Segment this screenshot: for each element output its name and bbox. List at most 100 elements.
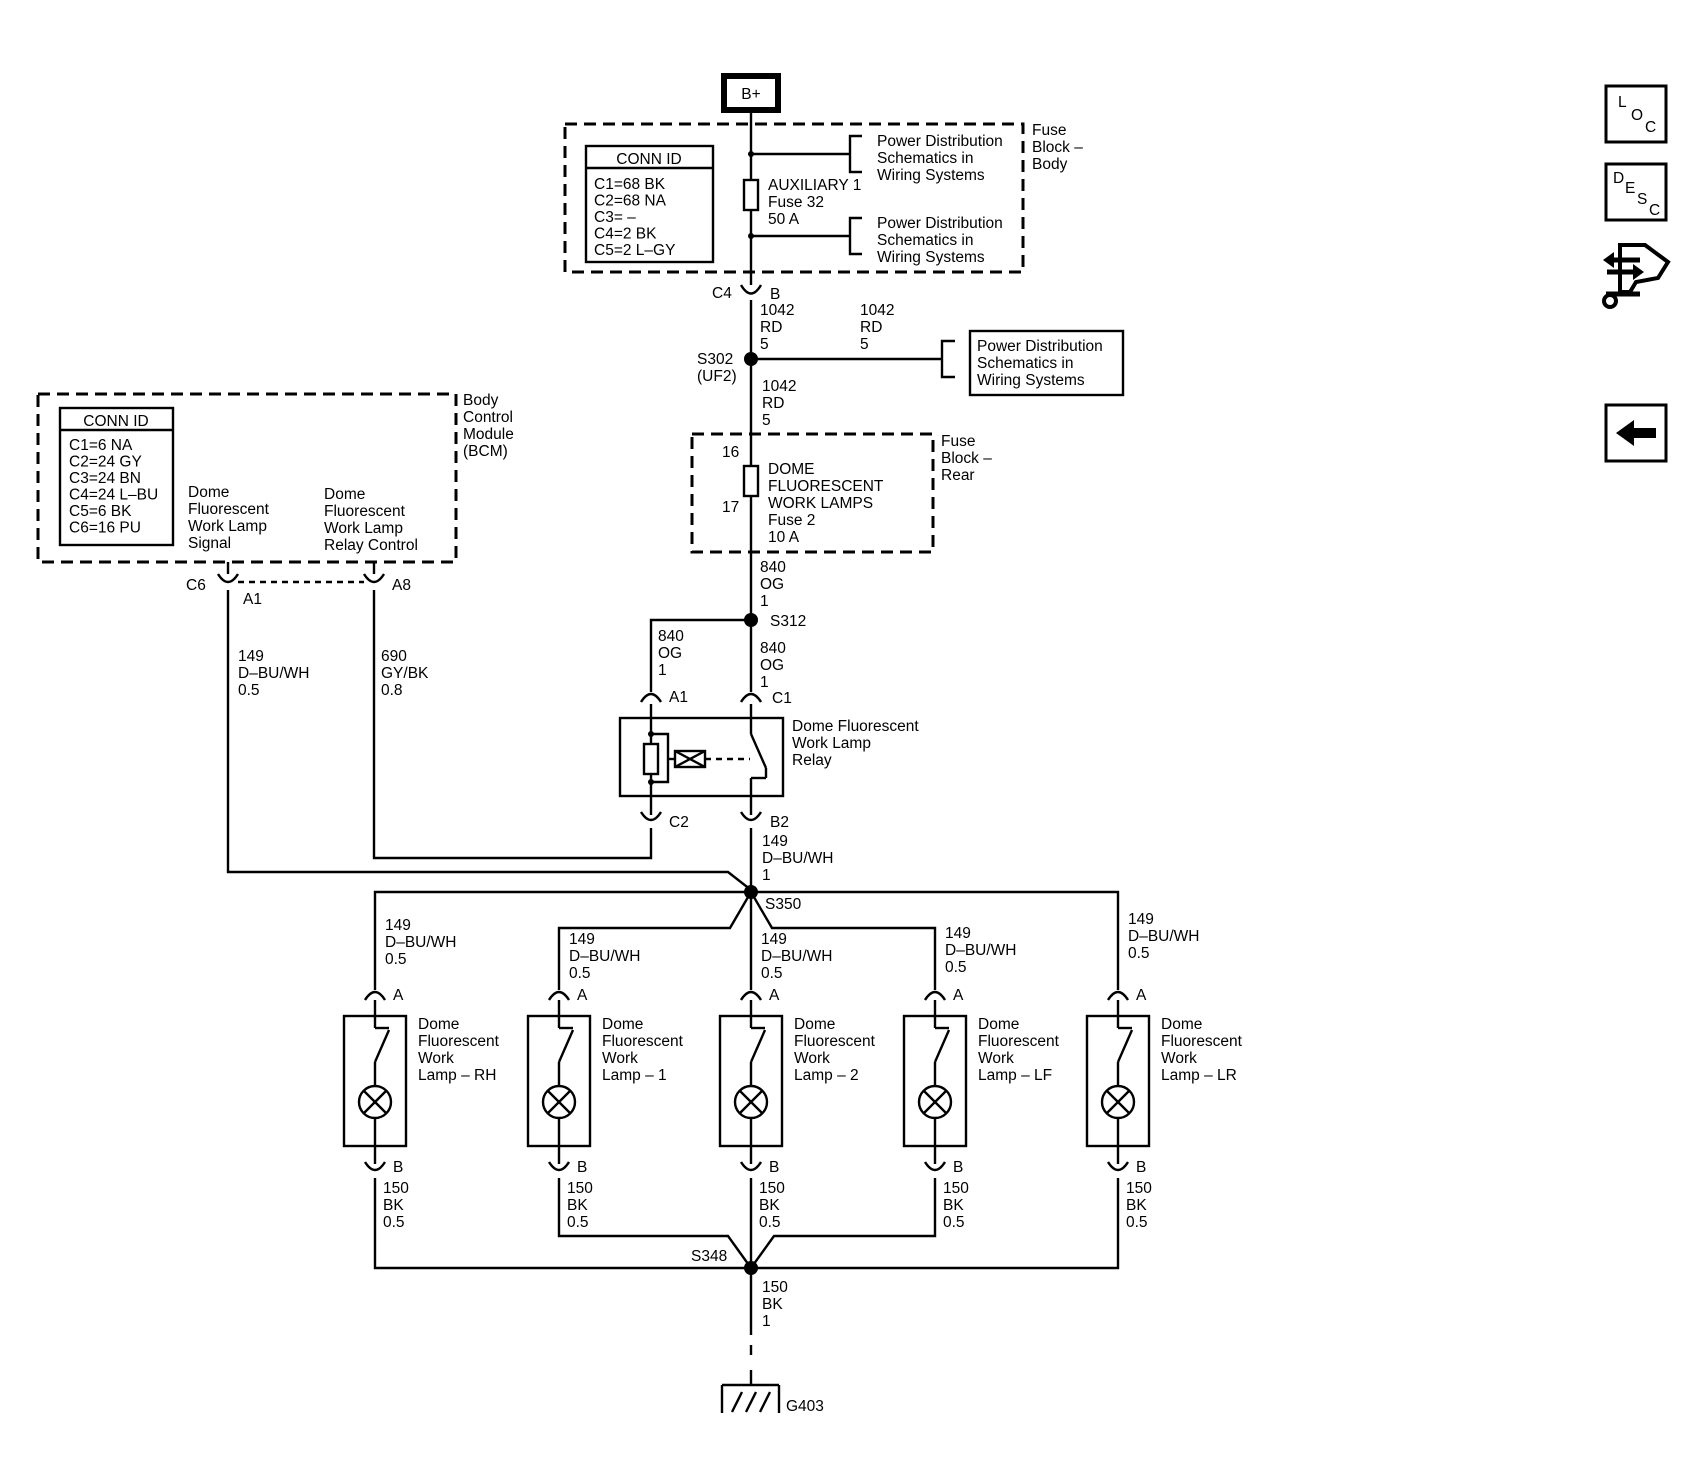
bcm-pin-a1: A1 [243, 591, 262, 608]
power-dist-ref-right: Power Distribution Schematics in Wiring … [977, 338, 1107, 389]
wire-840-b: 840 OG 1 [658, 628, 688, 679]
power-dist-ref-bottom: Power Distribution Schematics in Wiring … [877, 215, 1007, 266]
bcm-pin-a8: A8 [392, 577, 411, 594]
wire-690: 690 GY/BK 0.8 [381, 648, 433, 699]
splice-s302: S302 (UF2) [697, 351, 758, 385]
splice-s350: S350 [373, 885, 1120, 990]
lamp-pin-b: B [953, 1159, 963, 1176]
bcm-conn-id-table: CONN ID C1=6 NA C2=24 GY C3=24 BN C4=24 … [58, 406, 175, 547]
wire-840-a: 840 OG 1 [760, 559, 790, 610]
ground-g403: G403 [720, 1370, 824, 1415]
ground-g403-label: G403 [786, 1398, 824, 1415]
svg-text:C: C [1645, 119, 1656, 136]
body-control-module: Body Control Module (BCM) CONN ID C1=6 N… [36, 392, 518, 608]
fuse-block-body: Fuse Block – Body CONN ID C1=68 BK C2=68… [563, 122, 1087, 274]
splice-s348-label: S348 [691, 1248, 727, 1265]
back-arrow-icon [1616, 420, 1656, 446]
fuse-2-label: DOME FLUORESCENT WORK LAMPS Fuse 2 10 A [768, 461, 887, 546]
work-lamp-relay: A1 C1 Dome Fluorescent Work Lamp Relay C… [618, 689, 923, 831]
splice-s350-label: S350 [765, 896, 802, 913]
fuse-block-rear: Fuse Block – Rear 16 17 DOME FLUORESCENT… [690, 432, 996, 554]
wire-149-bcm: 149 D–BU/WH 0.5 [238, 648, 314, 699]
fuse-rear-pin-16: 16 [722, 444, 739, 461]
relay-pin-a1: A1 [669, 689, 688, 706]
bcm-relay-control-label: Dome Fluorescent Work Lamp Relay Control [324, 486, 418, 554]
svg-text:D: D [1613, 170, 1624, 187]
fuse-rear-pin-17: 17 [722, 499, 739, 516]
loc-button[interactable]: L O C [1604, 84, 1668, 144]
bcm-title: Body Control Module (BCM) [463, 392, 518, 460]
relay-pin-b2: B2 [770, 814, 789, 831]
wire-149-main: 149 D–BU/WH 1 [762, 833, 838, 884]
lamp-pin-a: A [577, 987, 588, 1004]
bcm-conn-id-header: CONN ID [83, 413, 148, 430]
svg-text:S: S [1637, 191, 1647, 208]
wire-840-c: 840 OG 1 [760, 640, 790, 691]
lamp-pin-b: B [577, 1159, 587, 1176]
lamp-pin-b: B [1136, 1159, 1146, 1176]
lamp-pin-a: A [393, 987, 404, 1004]
wire-1042-c: 1042 RD 5 [762, 378, 801, 429]
svg-text:E: E [1625, 180, 1635, 197]
lamp-pin-a: A [1136, 987, 1147, 1004]
fuse-block-body-conn-id-table: CONN ID C1=68 BK C2=68 NA C3= – C4=2 BK … [584, 144, 715, 264]
wire-1042-a: 1042 RD 5 [760, 302, 799, 353]
fuse-32-symbol [742, 178, 760, 212]
splice-s312-label: S312 [770, 613, 806, 630]
svg-text:O: O [1631, 107, 1643, 124]
bcm-signal-label: Dome Fluorescent Work Lamp Signal [188, 484, 273, 552]
connector-icon[interactable] [1602, 243, 1671, 309]
relay-pin-c1: C1 [772, 690, 792, 707]
splice-s302-label: S302 (UF2) [697, 351, 738, 385]
bcm-conn-id-list: C1=6 NA C2=24 GY C3=24 BN C4=24 L–BU C5=… [69, 437, 163, 537]
lamp-pin-b: B [769, 1159, 779, 1176]
battery-terminal: B+ [721, 73, 781, 113]
battery-label: B+ [741, 86, 760, 103]
connector-c4-label: C4 [712, 285, 732, 302]
conn-id-header: CONN ID [616, 151, 681, 168]
splice-s312: S312 [744, 613, 806, 630]
conn-id-list: C1=68 BK C2=68 NA C3= – C4=2 BK C5=2 L–G… [594, 176, 675, 259]
lamp-pin-b: B [393, 1159, 403, 1176]
power-dist-ref-right-box [968, 329, 1125, 397]
back-button[interactable] [1604, 403, 1668, 463]
relay-label: Dome Fluorescent Work Lamp Relay [792, 718, 923, 769]
desc-button[interactable]: D E S C [1604, 162, 1668, 222]
connector-c4: C4 B [712, 284, 780, 303]
lamp-pin-a: A [769, 987, 780, 1004]
relay-pin-c2: C2 [669, 814, 689, 831]
svg-text:C: C [1649, 202, 1660, 219]
fuse-32-label: AUXILIARY 1 Fuse 32 50 A [768, 177, 866, 228]
connector-c4-pin: B [770, 286, 780, 303]
fuse-block-body-title: Fuse Block – Body [1032, 122, 1087, 173]
fuse-block-rear-title: Fuse Block – Rear [941, 433, 996, 484]
bcm-connector-c6: C6 [186, 577, 206, 594]
fuse-2-symbol [742, 464, 760, 498]
lamp-pin-a: A [953, 987, 964, 1004]
svg-text:L: L [1618, 94, 1627, 111]
wire-150-main: 150 BK 1 [762, 1279, 792, 1330]
splice-s348: S348 [373, 1178, 1120, 1275]
